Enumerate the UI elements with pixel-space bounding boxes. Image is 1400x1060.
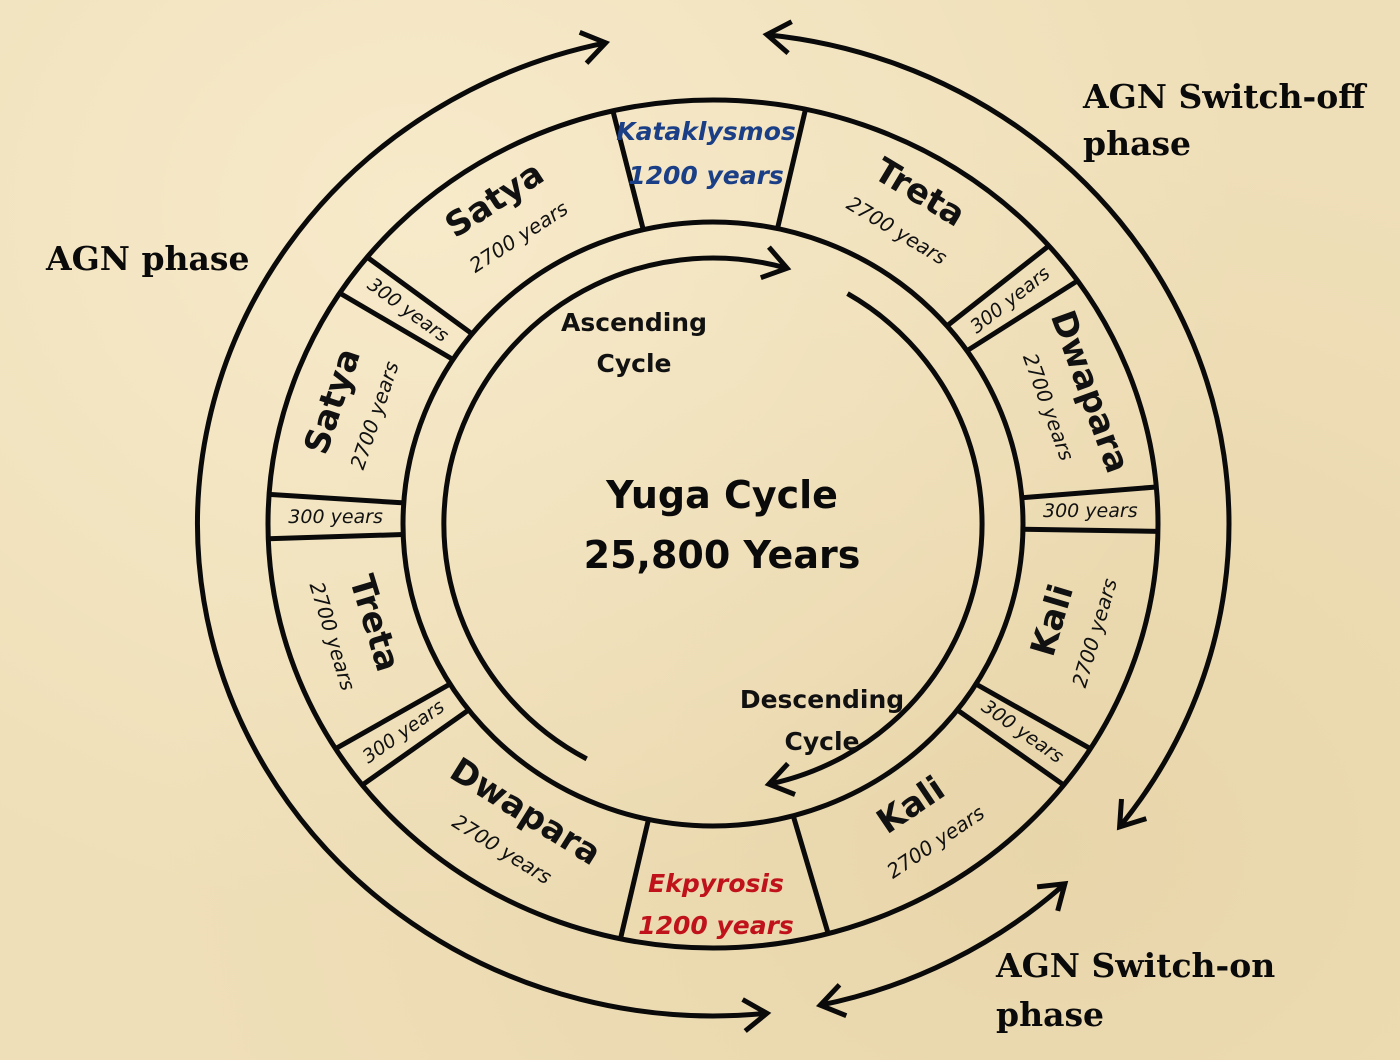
- transition-label-1: 300 years: [1043, 500, 1138, 522]
- ascending-cycle-label-line2: Cycle: [597, 349, 672, 378]
- yuga-name-2: Kali: [1023, 580, 1082, 661]
- ascending-cycle-label-line1: Ascending: [561, 308, 707, 337]
- segment-divider: [790, 814, 831, 935]
- segment-divider: [334, 681, 452, 751]
- switch-on-phase-label-line2: phase: [996, 995, 1104, 1034]
- segment-divider: [618, 818, 651, 940]
- agn-phase-arrowhead-icon: [578, 29, 611, 65]
- segment-divider: [965, 278, 1079, 353]
- agn-phase-label: AGN phase: [45, 239, 249, 278]
- switch-off-phase-arrow: [766, 32, 1232, 829]
- arrows: [195, 19, 1232, 1033]
- segment-divider: [338, 290, 455, 362]
- segment-divider: [974, 681, 1092, 751]
- segment-divider: [365, 255, 474, 336]
- outer-ring: [265, 97, 1161, 951]
- segment-divider: [945, 243, 1051, 328]
- switch-on-arrowhead-start-icon: [1036, 880, 1069, 912]
- switch-on-phase-arrow: [819, 881, 1067, 1008]
- agn-phase-arrowhead-start-icon: [741, 997, 772, 1033]
- switch-off-arrowhead-start-icon: [762, 19, 793, 55]
- descending-cycle-arrow: [768, 291, 985, 787]
- switch-off-phase-label-line2: phase: [1083, 124, 1191, 163]
- descending-cycle-label-line1: Descending: [740, 685, 904, 714]
- switch-off-phase-label-line1: AGN Switch-off: [1082, 77, 1367, 116]
- segment-divider: [955, 707, 1066, 788]
- ekpyrosis-years: 1200 years: [638, 911, 794, 940]
- segment-divider: [268, 491, 404, 506]
- segment-divider: [360, 707, 471, 788]
- segment-divider: [610, 110, 646, 231]
- transition-label-4: 300 years: [288, 506, 383, 528]
- kataklysmos-name: Kataklysmos: [616, 117, 796, 146]
- switch-on-phase-label-line1: AGN Switch-on: [995, 946, 1275, 985]
- agn-phase-arrow: [195, 40, 768, 1019]
- descending-arrowhead-icon: [764, 761, 796, 797]
- ascending-arrowhead-icon: [759, 245, 792, 281]
- inner-ring: [400, 219, 1026, 829]
- center-title-line2: 25,800 Years: [584, 533, 861, 577]
- ascending-cycle-arrow: [441, 255, 788, 762]
- segment-divider: [1021, 484, 1157, 501]
- descending-cycle-label-line2: Cycle: [785, 727, 860, 756]
- ekpyrosis-name: Ekpyrosis: [648, 869, 784, 898]
- segment-divider: [775, 108, 808, 230]
- ring-structure: [265, 97, 1161, 951]
- segment-divider: [1022, 526, 1158, 534]
- switch-on-arrowhead-end-icon: [815, 983, 848, 1019]
- switch-off-arrowhead-end-icon: [1116, 798, 1148, 831]
- segment-divider: [268, 532, 404, 542]
- center-title-line1: Yuga Cycle: [605, 473, 838, 517]
- kataklysmos-years: 1200 years: [628, 161, 784, 190]
